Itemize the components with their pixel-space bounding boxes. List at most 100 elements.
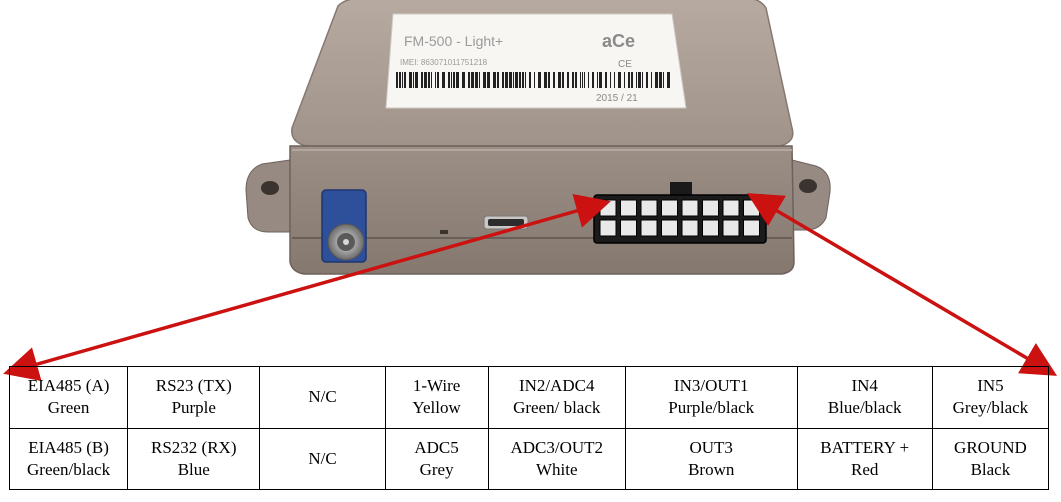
connector-pin-socket <box>743 199 760 217</box>
imei-text: IMEI: 863071011751218 <box>400 58 488 67</box>
date-code-text: 2015 / 21 <box>596 93 638 104</box>
barcode-bar <box>646 72 648 88</box>
connector-pin-socket <box>620 219 637 237</box>
barcode-bar <box>605 72 607 88</box>
barcode-bar <box>493 72 496 88</box>
device-photo: FM-500 - Light+ aCe IMEI: 86307101175121… <box>245 0 831 275</box>
barcode-bar <box>431 72 432 88</box>
barcode-bar <box>402 72 403 88</box>
barcode-bar <box>538 72 541 88</box>
barcode-bar <box>624 72 625 88</box>
barcode-bar <box>575 72 577 88</box>
barcode-bar <box>597 72 598 88</box>
connector-pin-socket <box>661 199 678 217</box>
pin-function: ADC3/OUT2 <box>510 437 604 457</box>
barcode-bar <box>409 72 412 88</box>
pin-cell: BATTERY +Red <box>796 427 933 490</box>
barcode-bar <box>415 72 418 88</box>
connector-pin-socket <box>599 219 617 237</box>
device-label: FM-500 - Light+ aCe IMEI: 86307101175121… <box>385 13 687 109</box>
pin-wire-color: Green/black <box>27 459 111 479</box>
barcode-bar <box>567 72 569 88</box>
connector-pin-socket <box>702 199 719 217</box>
gps-antenna-connector <box>321 189 367 263</box>
barcode-bar <box>599 72 602 88</box>
pin-wire-color: Blue <box>177 459 210 479</box>
pin-function: IN5 <box>977 376 1004 396</box>
pin-wire-color: Yellow <box>412 398 461 418</box>
barcode-bar <box>483 72 486 88</box>
barcode-bar <box>553 72 555 88</box>
barcode-bar <box>614 72 615 88</box>
connector-pin-socket <box>661 219 678 237</box>
barcode-bar <box>451 72 452 88</box>
barcode-bar <box>456 72 459 88</box>
barcode-bar <box>453 72 455 88</box>
barcode-bar <box>562 72 564 88</box>
barcode-bar <box>659 72 662 88</box>
connector-pin-socket <box>640 199 658 217</box>
barcode-bar <box>588 72 589 88</box>
barcode-bar <box>513 72 514 88</box>
barcode-bar <box>424 72 427 88</box>
barcode-bar <box>502 72 504 88</box>
pin-wire-color: Green <box>47 398 90 418</box>
pin-wire-color: Brown <box>688 459 735 479</box>
barcode-bar <box>442 72 445 88</box>
barcode-bar <box>462 72 465 88</box>
pin-wire-color: Red <box>850 459 879 479</box>
barcode-bar <box>529 72 531 88</box>
barcode-bar <box>435 72 436 88</box>
barcode-bar <box>534 72 535 88</box>
barcode-bar <box>638 72 641 88</box>
main-connector <box>593 182 767 244</box>
barcode-bar <box>544 72 547 88</box>
pin-function: EIA485 (B) <box>28 437 109 457</box>
barcode-bar <box>404 72 406 88</box>
pin-wire-color: Purple/black <box>668 398 755 418</box>
pin-function: RS23 (TX) <box>155 376 232 396</box>
pin-wire-color: White <box>535 459 578 479</box>
mounting-ear-left <box>245 159 293 233</box>
connector-pin-socket <box>722 199 740 217</box>
barcode-bar <box>519 72 521 88</box>
pin-wire-color: Black <box>970 459 1011 479</box>
pin-wire-color: Grey/black <box>952 398 1029 418</box>
pin-function: ADC5 <box>414 437 459 457</box>
pin-function: 1-Wire <box>412 376 461 396</box>
barcode-bar <box>592 72 594 88</box>
barcode-bar <box>413 72 414 88</box>
barcode-bar <box>558 72 561 88</box>
pin-cell: RS232 (RX)Blue <box>127 427 261 490</box>
mounting-ear-right <box>789 159 831 231</box>
pin-function: EIA485 (A) <box>27 376 110 396</box>
pin-function: N/C <box>308 387 337 407</box>
barcode-bar <box>610 72 611 88</box>
barcode-bar <box>448 72 450 88</box>
pin-cell: RS23 (TX)Purple <box>127 366 261 429</box>
connector-pin-socket <box>640 219 658 237</box>
barcode-bar <box>487 72 490 88</box>
barcode-bar <box>631 72 633 88</box>
barcode-bar <box>497 72 499 88</box>
barcode-bar <box>548 72 550 88</box>
status-led <box>440 230 448 234</box>
barcode-bar <box>572 72 574 88</box>
barcode-bar <box>522 72 524 88</box>
barcode-bar <box>428 72 430 88</box>
pin-wire-color: Grey <box>419 459 454 479</box>
barcode-bar <box>663 72 664 88</box>
barcode-bar <box>667 72 670 88</box>
pin-wire-color: Blue/black <box>827 398 902 418</box>
pin-function: IN4 <box>851 376 878 396</box>
barcode-bar <box>655 72 658 88</box>
